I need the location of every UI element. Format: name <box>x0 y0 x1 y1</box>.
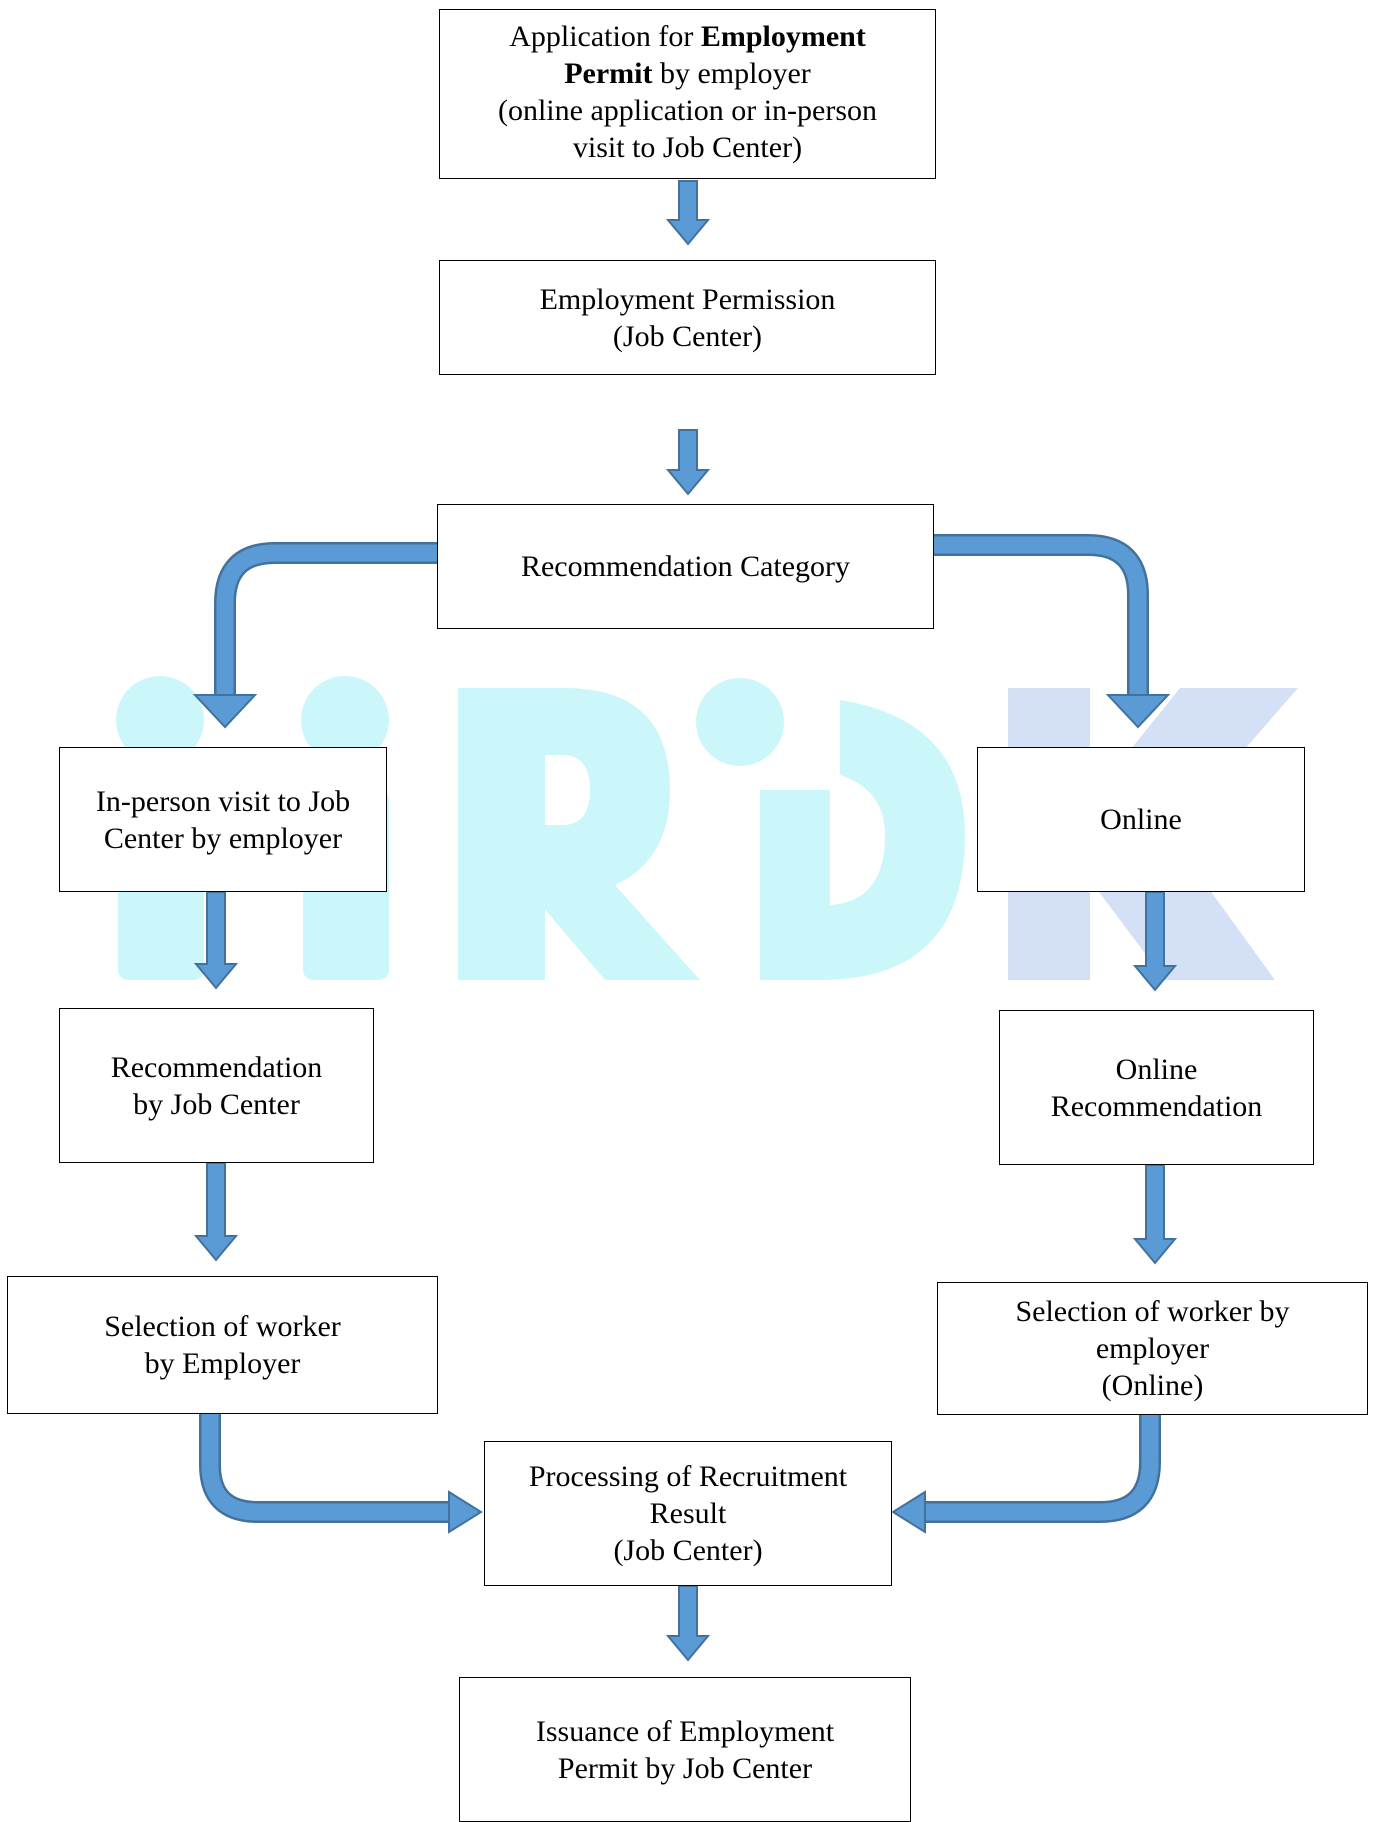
arrow-category-to-in-person-shaft-outline <box>214 542 439 698</box>
node-selection-online-line-3: (Online) <box>1101 1369 1204 1402</box>
node-in-person-line-1: In-person visit to Job <box>95 784 351 818</box>
node-application-line-1: Application for Employment <box>509 20 866 53</box>
node-employment-permission: Employment Permission (Job Center) <box>439 260 936 375</box>
node-selection-online-line-1: Selection of worker by <box>1015 1295 1290 1328</box>
node-application-bold-1: Employment <box>700 20 866 53</box>
node-selection-online-line-2: employer <box>1095 1332 1210 1365</box>
arrow-category-to-online-head <box>1105 694 1171 729</box>
node-rec-job-center-line-1: Recommendation <box>110 1050 323 1084</box>
node-processing-recruitment-result: Processing of Recruitment Result (Job Ce… <box>484 1441 892 1586</box>
node-online-recommendation: Online Recommendation <box>999 1010 1314 1165</box>
arrow-category-to-online-shaft-outline <box>934 534 1149 698</box>
arrow-recommendation-to-selection <box>193 1162 239 1262</box>
node-permission-line-1: Employment Permission <box>539 282 836 316</box>
node-issuance-line-1: Issuance of Employment <box>535 1714 835 1748</box>
watermark-letter-d <box>760 700 965 980</box>
node-selection-by-employer: Selection of worker by Employer <box>7 1276 438 1414</box>
node-online-line-1: Online <box>1100 803 1182 836</box>
connectors <box>192 180 1178 1662</box>
node-application-bold-2: Permit <box>564 57 653 90</box>
arrow-selection-online-to-processing-shaft-outline <box>924 1415 1161 1523</box>
arrow-category-to-in-person-shaft <box>216 544 439 698</box>
node-application-employment-permit: Application for Employment Permit by emp… <box>439 9 936 179</box>
node-processing-line-3: (Job Center) <box>613 1534 763 1567</box>
node-online: Online <box>977 747 1305 892</box>
arrow-in-person-to-recommendation <box>193 891 239 990</box>
arrow-selection-employer-to-processing-shaft-outline <box>199 1414 450 1523</box>
node-recommendation-category: Recommendation Category <box>437 504 934 629</box>
node-category-line-1: Recommendation Category <box>520 550 851 583</box>
watermark-letter-r <box>458 688 700 980</box>
arrow-selection-employer-to-processing-head <box>448 1490 483 1534</box>
node-in-person-line-2: Center by employer <box>103 821 343 855</box>
node-selection-employer-line-2: by Employer <box>144 1347 301 1380</box>
node-issuance-employment-permit: Issuance of Employment Permit by Job Cen… <box>459 1677 911 1822</box>
arrow-application-to-permission <box>665 180 711 246</box>
node-online-rec-line-2: Recommendation <box>1050 1089 1263 1123</box>
arrow-online-recommendation-to-selection <box>1132 1164 1178 1265</box>
arrow-permission-to-category <box>665 429 711 496</box>
arrow-selection-employer-to-processing-shaft <box>201 1414 450 1521</box>
node-selection-online: Selection of worker by employer (Online) <box>937 1282 1368 1415</box>
node-permission-line-2: (Job Center) <box>612 319 763 353</box>
watermark-dot-3 <box>696 678 784 766</box>
node-selection-employer-line-1: Selection of worker <box>104 1310 341 1343</box>
node-application-line-2: Permit by employer <box>564 57 811 90</box>
node-application-line-3: (online application or in-person <box>497 94 878 127</box>
node-rec-job-center-line-2: by Job Center <box>133 1087 300 1121</box>
watermark-dot-2 <box>301 676 389 764</box>
arrow-processing-to-issuance <box>665 1585 711 1662</box>
watermark-dot-1 <box>116 676 204 764</box>
arrow-selection-online-to-processing-shaft <box>924 1415 1159 1521</box>
arrow-selection-online-to-processing-head <box>891 1490 926 1534</box>
arrow-online-to-online-recommendation <box>1132 891 1178 992</box>
node-processing-line-2: Result <box>649 1497 727 1530</box>
node-application-line-4: visit to Job Center) <box>572 131 803 164</box>
node-issuance-line-2: Permit by Job Center <box>557 1751 813 1785</box>
arrow-category-to-in-person-head <box>192 694 258 729</box>
node-in-person-visit: In-person visit to Job Center by employe… <box>59 747 387 892</box>
node-processing-line-1: Processing of Recruitment <box>528 1460 848 1493</box>
node-recommendation-by-job-center: Recommendation by Job Center <box>59 1008 374 1163</box>
node-online-rec-line-1: Online <box>1115 1052 1198 1086</box>
arrow-category-to-online-shaft <box>934 536 1147 698</box>
